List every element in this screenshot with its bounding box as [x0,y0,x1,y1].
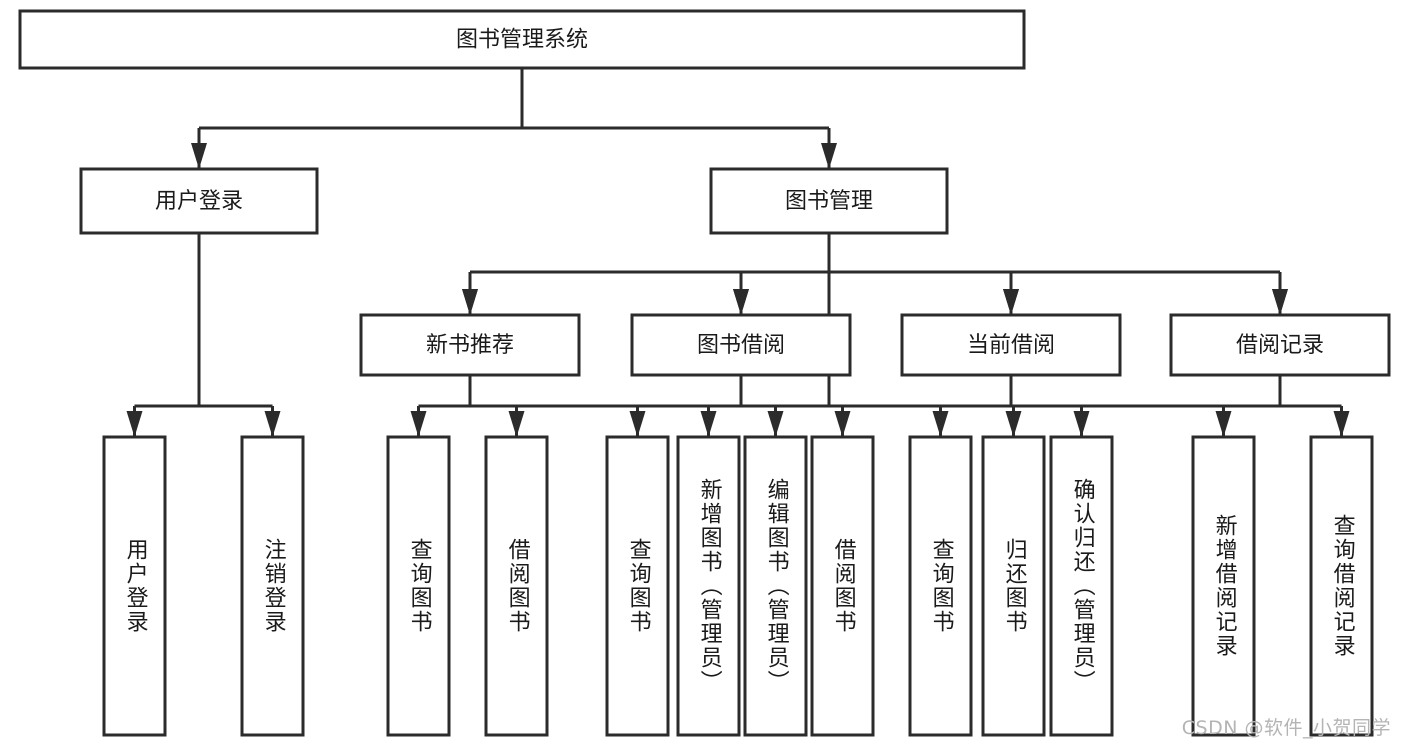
arrow-head-icon [834,411,851,437]
node-user-login[interactable] [79,167,319,235]
node-label-root: 图书管理系统 [456,28,588,53]
node-leaf-borrow-book[interactable] [810,435,875,737]
node-book-borrow[interactable] [630,313,852,377]
node-leaf-query-book-current[interactable] [908,435,973,737]
arrow-head-icon [1215,411,1232,437]
node-current-borrow[interactable] [900,313,1122,377]
arrow-head-icon [1272,289,1288,315]
node-borrow-record[interactable] [1169,313,1391,377]
node-leaf-query-book-recommend[interactable] [386,435,451,737]
node-leaf-query-borrow-record[interactable] [1309,435,1374,737]
connector-layer [126,68,1350,437]
node-new-book-recommend[interactable] [359,313,581,377]
node-leaf-borrow-book-recommend[interactable] [484,435,549,737]
arrow-head-icon [821,143,837,169]
node-label-borrow-record: 借阅记录 [1236,333,1324,358]
arrow-head-icon [733,289,749,315]
node-leaf-return-book[interactable] [981,435,1046,737]
node-label-book-borrow: 图书借阅 [697,333,785,358]
arrow-head-icon [462,289,478,315]
watermark-text: CSDN @软件_小贺同学 [1181,717,1391,739]
arrow-head-icon [1333,411,1350,437]
arrow-head-icon [126,411,143,437]
arrow-head-icon [1003,289,1019,315]
node-label-user-login: 用户登录 [155,189,243,214]
node-leaf-query-book-borrow[interactable] [605,435,670,737]
node-label-new-book-recommend: 新书推荐 [426,333,514,358]
node-leaf-edit-book-admin[interactable] [743,435,808,737]
node-leaf-user-logout[interactable] [240,435,305,737]
node-box-layer [18,9,1391,737]
arrow-head-icon [700,411,717,437]
node-book-management[interactable] [709,167,949,235]
node-leaf-add-book-admin[interactable] [676,435,741,737]
arrow-head-icon [410,411,427,437]
node-leaf-add-borrow-record[interactable] [1191,435,1256,737]
node-label-current-borrow: 当前借阅 [967,333,1055,358]
arrow-head-icon [1073,411,1090,437]
arrow-head-icon [767,411,784,437]
arrow-head-icon [629,411,646,437]
arrow-head-icon [932,411,949,437]
node-root[interactable] [18,9,1026,70]
node-leaf-user-login[interactable] [102,435,167,737]
node-label-book-management: 图书管理 [785,189,873,214]
arrow-head-icon [1005,411,1022,437]
arrow-head-icon [191,143,207,169]
arrow-head-icon [508,411,525,437]
arrow-head-icon [264,411,281,437]
node-leaf-confirm-return-admin[interactable] [1049,435,1114,737]
